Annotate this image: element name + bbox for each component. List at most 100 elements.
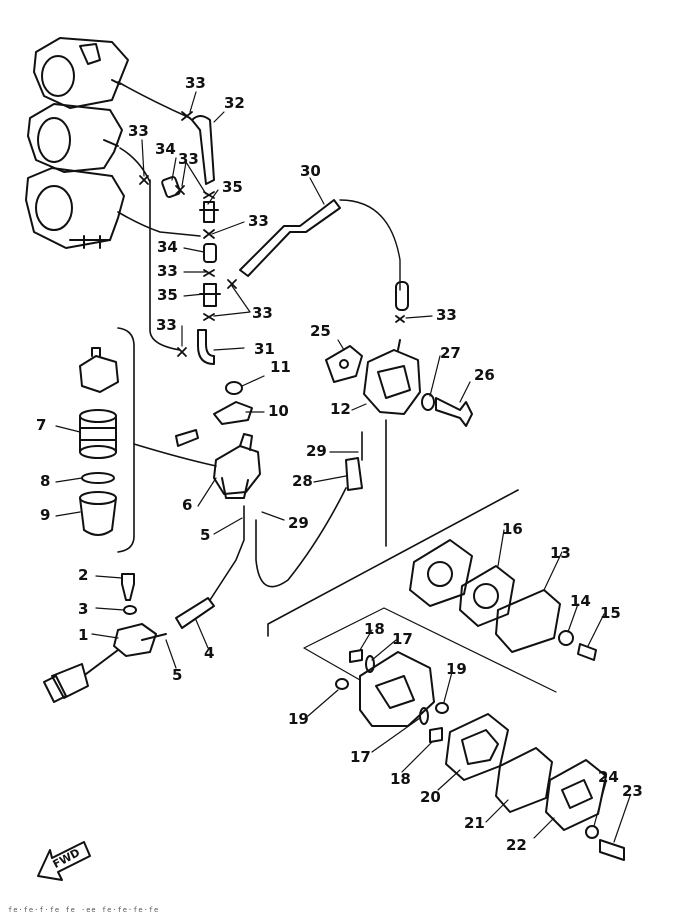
hose-30-line: [339, 199, 401, 291]
label-35: 35: [157, 286, 178, 304]
label-29: 29: [288, 514, 309, 532]
washer-part-3: [123, 605, 137, 615]
label-17: 17: [350, 748, 371, 766]
bolt-part-26: [435, 397, 473, 427]
label-5: 5: [172, 666, 183, 684]
gasket-a: [409, 539, 473, 607]
label-7: 7: [36, 416, 47, 434]
washer-part-19-b: [435, 702, 449, 714]
washer-part-24: [585, 825, 599, 839]
label-22: 22: [506, 836, 527, 854]
label-33: 33: [128, 122, 149, 140]
screw-part-18-b: [429, 727, 443, 743]
hose-segment-upper: [395, 281, 409, 311]
label-20: 20: [420, 788, 441, 806]
label-12: 12: [330, 400, 351, 418]
nut-part-14: [558, 630, 574, 646]
leader-lines: [55, 91, 631, 843]
diaphragm-part-21: [495, 747, 553, 813]
label-9: 9: [40, 506, 51, 524]
hose-lines-lower: [209, 431, 363, 601]
label-10: 10: [268, 402, 289, 420]
cover-part-22: [545, 759, 607, 831]
hose-part-4: [175, 597, 215, 629]
screw-part-18-a: [349, 649, 363, 663]
label-33: 33: [436, 306, 457, 324]
label-34: 34: [157, 238, 178, 256]
hose-part-31: [197, 329, 215, 365]
label-19: 19: [446, 660, 467, 678]
label-23: 23: [622, 782, 643, 800]
screw-part-23: [599, 839, 625, 861]
label-8: 8: [40, 472, 51, 490]
diaphragm-part-13: [495, 589, 561, 653]
screw-part-15: [577, 643, 597, 661]
detail-bracket: [117, 327, 135, 553]
label-35: 35: [222, 178, 243, 196]
gasket-16-hole: [473, 583, 499, 609]
label-29: 29: [306, 442, 327, 460]
gasket-hole: [339, 359, 349, 369]
carburetor-middle: [27, 103, 123, 173]
label-11: 11: [270, 358, 291, 376]
label-1: 1: [78, 626, 89, 644]
label-27: 27: [440, 344, 461, 362]
check-valve-part-17-a: [365, 655, 375, 673]
carb-hose-network: [117, 81, 201, 351]
bolt-bracket: [175, 429, 199, 447]
label-30: 30: [300, 162, 321, 180]
label-16: 16: [502, 520, 523, 538]
gasket-part-16: [459, 565, 515, 627]
label-24: 24: [598, 768, 619, 786]
screw-part-2: [121, 573, 135, 601]
fwd-arrow: [37, 841, 91, 881]
joint-part-34-b: [203, 243, 217, 263]
fuel-filter-part-6: [213, 433, 261, 499]
pump-detail-frame: [267, 489, 519, 637]
joint-part-34-a: [161, 175, 181, 199]
element-part-7: [79, 409, 117, 459]
fuel-joint-part-1: [43, 623, 167, 703]
label-17: 17: [392, 630, 413, 648]
label-15: 15: [600, 604, 621, 622]
label-28: 28: [292, 472, 313, 490]
label-32: 32: [224, 94, 245, 112]
label-21: 21: [464, 814, 485, 832]
fitting-part-35-a: [199, 201, 219, 223]
label-31: 31: [254, 340, 275, 358]
footer-code: fe·fe·f·fe fe ·ee fe·fe·fe·fe: [8, 906, 160, 914]
label-19: 19: [288, 710, 309, 728]
pump-body: [359, 651, 435, 727]
label-5: 5: [200, 526, 211, 544]
washer-part-11: [225, 381, 243, 395]
gasket-20-inner: [461, 729, 499, 765]
carburetor-top: [33, 37, 129, 109]
label-18: 18: [390, 770, 411, 788]
label-13: 13: [550, 544, 571, 562]
hose-part-30: [239, 199, 341, 277]
label-14: 14: [570, 592, 591, 610]
fuel-pump-part-12: [363, 339, 421, 415]
washer-part-27: [421, 393, 435, 411]
hose-part-32: [191, 115, 215, 185]
oring-part-8: [81, 472, 115, 484]
label-33: 33: [156, 316, 177, 334]
label-33: 33: [185, 74, 206, 92]
label-25: 25: [310, 322, 331, 340]
gasket-part-25: [325, 345, 363, 383]
label-6: 6: [182, 496, 193, 514]
label-33: 33: [252, 304, 273, 322]
arrow-to-filter: [133, 443, 217, 467]
gasket-a-hole: [427, 561, 453, 587]
label-18: 18: [364, 620, 385, 638]
fitting-part-35-b: [199, 283, 221, 307]
washer-part-19-a: [335, 678, 349, 690]
label-4: 4: [204, 644, 215, 662]
cup-part-9: [79, 491, 117, 536]
cover-22-detail: [561, 779, 593, 809]
pump-dashline-b: [303, 647, 361, 681]
label-26: 26: [474, 366, 495, 384]
bracket-part-10: [213, 401, 253, 425]
label-2: 2: [78, 566, 89, 584]
